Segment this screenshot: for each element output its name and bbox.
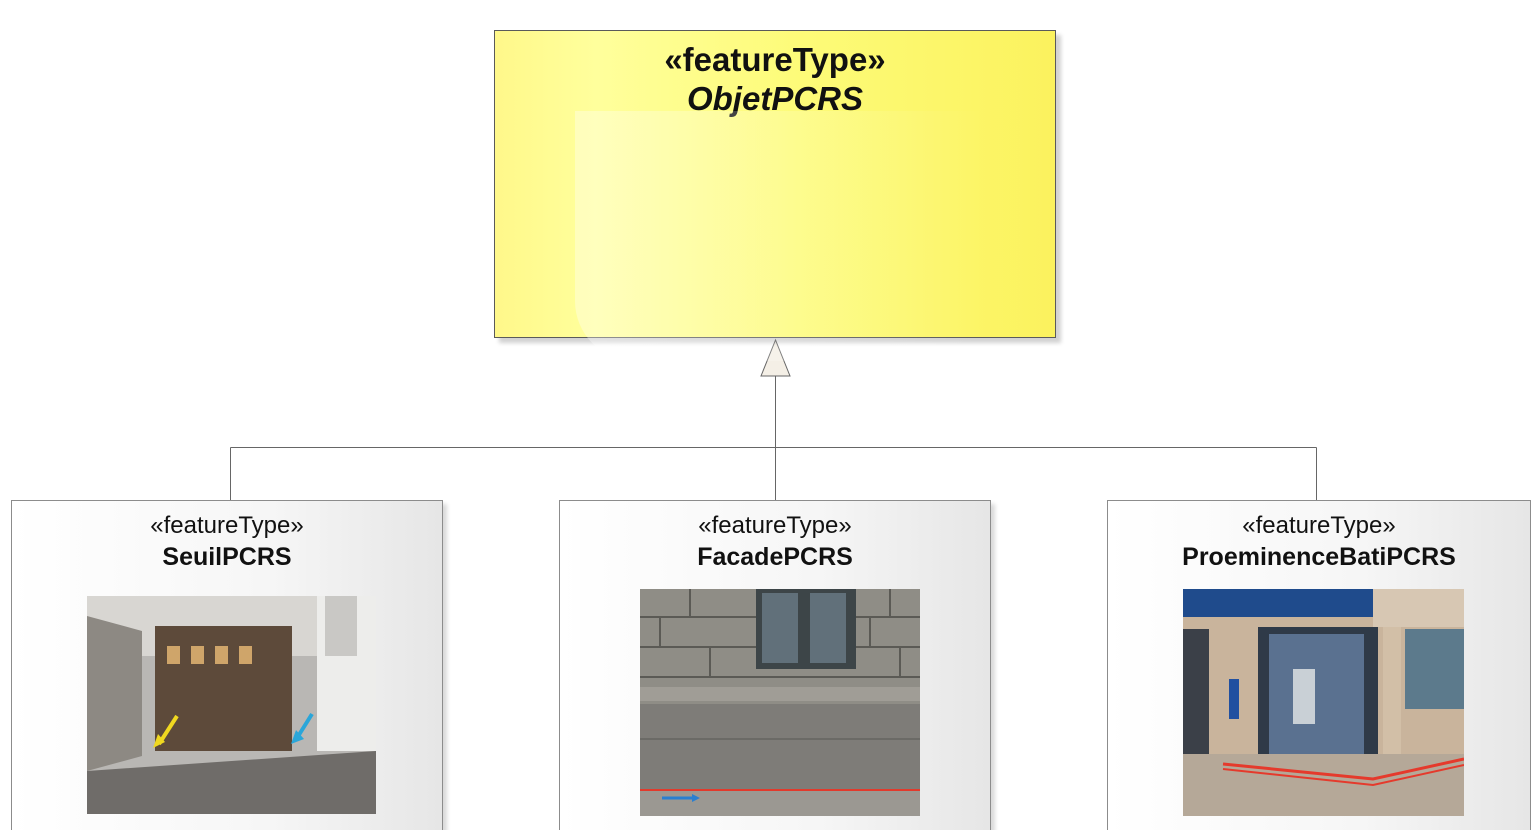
parent-class-objetpcrs[interactable]: «featureType» ObjetPCRS <box>494 30 1056 361</box>
child-class-name: FacadePCRS <box>697 543 853 571</box>
seuil-photo <box>87 596 376 814</box>
child-class-name: SeuilPCRS <box>162 543 292 571</box>
child-class-stereotype: «featureType» <box>698 512 852 539</box>
proeminence-photo <box>1183 589 1464 816</box>
child-class-stereotype: «featureType» <box>150 512 304 539</box>
facade-photo <box>640 589 920 816</box>
child-class-facadepcrs[interactable]: «featureType» FacadePCRS <box>559 500 991 830</box>
child-class-seuilpcrs[interactable]: «featureType» SeuilPCRS <box>11 500 443 830</box>
parent-class-sheen <box>575 111 985 361</box>
child-class-name: ProeminenceBatiPCRS <box>1182 543 1456 571</box>
generalization-arrowhead <box>760 338 791 377</box>
parent-class-stereotype: «featureType» <box>664 41 886 78</box>
child-class-proeminencebatipcrs[interactable]: «featureType» ProeminenceBatiPCRS <box>1107 500 1531 830</box>
child-class-stereotype: «featureType» <box>1242 512 1396 539</box>
parent-class-name: ObjetPCRS <box>686 80 864 117</box>
